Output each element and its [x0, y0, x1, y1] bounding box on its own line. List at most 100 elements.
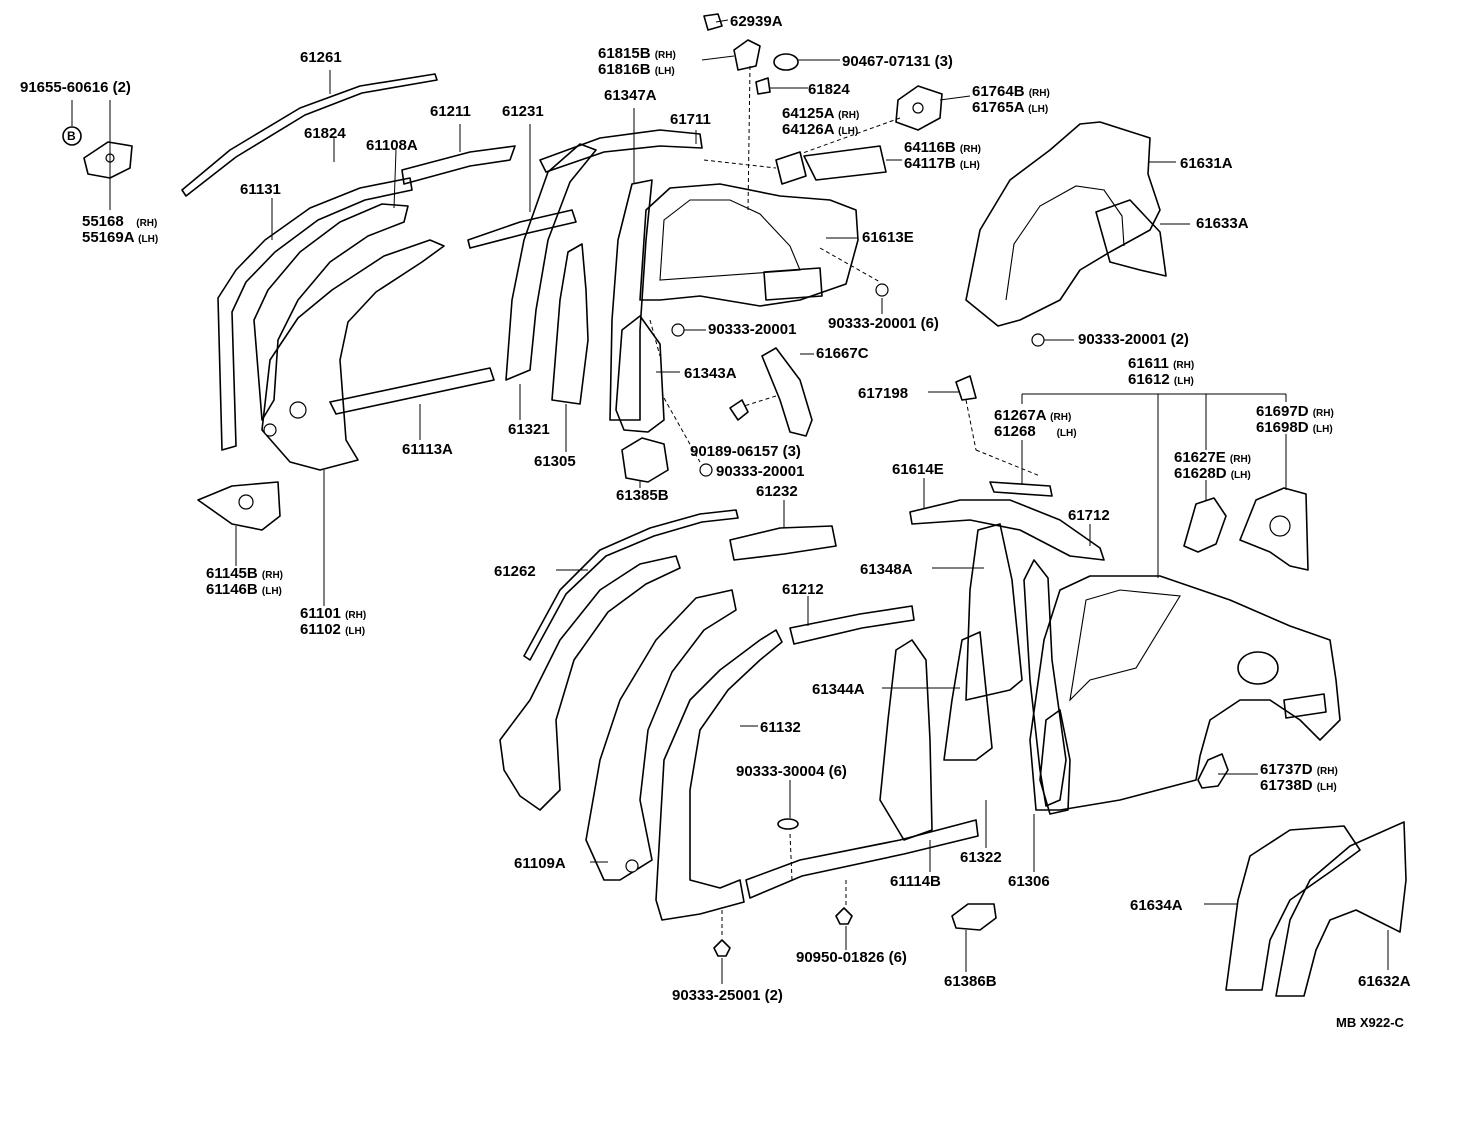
pillar-61322 — [1023, 559, 1067, 807]
label-61267a: 61267A (RH) — [994, 407, 1072, 424]
label-64117b: 64117B (LH) — [904, 155, 980, 172]
label-61667c: 61667C — [816, 345, 869, 362]
label-61628d: 61628D (LH) — [1174, 465, 1251, 482]
label-61348a: 61348A — [860, 561, 913, 578]
label-61232: 61232 — [756, 483, 798, 500]
center-pillar-reinforcement-61305 — [551, 243, 589, 405]
clip-90950-01826 — [835, 907, 853, 925]
clip-617198 — [955, 375, 977, 401]
label-61343a: 61343A — [684, 365, 737, 382]
label-61212: 61212 — [782, 581, 824, 598]
wheelhouse-outer-61632a — [1275, 821, 1407, 997]
extension-61697d — [1239, 487, 1309, 571]
label-61627e: 61627E (RH) — [1174, 449, 1251, 466]
label-61631a: 61631A — [1180, 155, 1233, 172]
label-61306: 61306 — [1008, 873, 1050, 890]
label-61712: 61712 — [1068, 507, 1110, 524]
body-pillar-61348a — [965, 523, 1023, 701]
label-b: B — [67, 129, 76, 143]
center-pillar-61321 — [505, 143, 597, 381]
bracket-55168 — [83, 141, 133, 179]
label-90333-20001-b: 90333-20001 (6) — [828, 315, 939, 332]
label-61321: 61321 — [508, 421, 550, 438]
label-61211: 61211 — [430, 103, 471, 120]
label-61261: 61261 — [300, 49, 342, 66]
label-55168: 55168 (RH) — [82, 213, 158, 230]
label-64116b: 64116B (RH) — [904, 139, 981, 156]
label-91655-60616: 91655-60616 (2) — [20, 79, 131, 96]
label-61614e: 61614E — [892, 461, 944, 478]
gusset-61667c — [761, 347, 813, 437]
label-61385b: 61385B — [616, 487, 669, 504]
label-61344a: 61344A — [812, 681, 865, 698]
bracket-61386b — [951, 903, 997, 931]
front-pillar-outer-61132 — [655, 629, 783, 921]
label-61113a: 61113A — [402, 441, 453, 458]
grommet-90467 — [773, 53, 799, 71]
center-pillar-inner-61231 — [467, 209, 577, 249]
label-64126a: 64126A (LH) — [782, 121, 859, 138]
label-90333-20001-c: 90333-20001 (2) — [1078, 331, 1189, 348]
label-61698d: 61698D (LH) — [1256, 419, 1333, 436]
clip-61824 — [755, 77, 771, 95]
label-61114b: 61114B — [890, 873, 941, 890]
center-pillar-outer-61212 — [879, 639, 933, 841]
label-61632a: 61632A — [1358, 973, 1411, 990]
bracket-64116b — [803, 145, 887, 181]
quarter-panel-inner-61613e — [639, 183, 859, 307]
bolt-b — [62, 126, 82, 146]
label-61102: 61102 (LH) — [300, 621, 366, 638]
label-61268: 61268 (LH) — [994, 423, 1077, 440]
label-617198: 617198 — [858, 385, 909, 402]
label-61815b: 61815B (RH) — [598, 45, 676, 62]
bracket-61385b — [621, 437, 669, 483]
label-61765a: 61765A (LH) — [972, 99, 1049, 116]
roof-side-rail-61211 — [401, 145, 516, 185]
label-61824-top: 61824 — [808, 81, 850, 98]
front-pillar-outer-61131 — [217, 177, 413, 451]
label-61764b: 61764B (RH) — [972, 83, 1050, 100]
label-61305: 61305 — [534, 453, 576, 470]
clip-62939a — [703, 13, 723, 31]
panel-61737d — [1197, 753, 1229, 789]
label-61613e: 61613E — [862, 229, 914, 246]
wheelhouse-inner-61634a — [1225, 825, 1361, 991]
front-pillar-inner-61109a — [585, 589, 737, 881]
brace-61343a — [615, 315, 665, 433]
label-62939a: 62939A — [730, 13, 783, 30]
center-pillar-61212 — [789, 605, 915, 645]
label-61633a: 61633A — [1196, 215, 1249, 232]
bracket-61627e — [1183, 497, 1227, 553]
label-61322: 61322 — [960, 849, 1002, 866]
label-90333-20001-a: 90333-20001 — [708, 321, 797, 338]
diagram-code: MB X922-C — [1336, 1015, 1404, 1030]
bracket-64125a — [775, 151, 807, 185]
label-61101: 61101 (RH) — [300, 605, 367, 622]
wheelhouse-inner-61633a — [1095, 199, 1167, 277]
label-61697d: 61697D (RH) — [1256, 403, 1334, 420]
brace-61344a — [943, 631, 993, 761]
label-61146b: 61146B (LH) — [206, 581, 282, 598]
label-61816b: 61816B (LH) — [598, 61, 675, 78]
label-61737d: 61737D (RH) — [1260, 761, 1338, 778]
clip-90333-25001 — [713, 939, 731, 957]
front-pillar-inner-61108a — [253, 203, 409, 421]
label-64125a: 64125A (RH) — [782, 105, 860, 122]
label-61386b: 61386B — [944, 973, 997, 990]
label-61132: 61132 — [760, 719, 801, 736]
label-61347a: 61347A — [604, 87, 657, 104]
label-55169a: 55169A (LH) — [82, 229, 159, 246]
label-90189-06157: 90189-06157 (3) — [690, 443, 801, 460]
quarter-panel-61611 — [1029, 575, 1341, 811]
roof-rail-trim — [181, 73, 438, 197]
front-body-pillar-61101 — [261, 239, 445, 471]
label-61824-mid: 61824 — [304, 125, 346, 142]
body-pillar-61347a — [609, 179, 653, 421]
front-inner-panel-61145b — [197, 481, 281, 531]
label-61738d: 61738D (LH) — [1260, 777, 1337, 794]
rail-61267a — [989, 481, 1053, 497]
label-61231: 61231 — [502, 103, 544, 120]
rocker-outer-61114b — [745, 819, 979, 899]
reinforcement-61764b — [895, 85, 943, 131]
